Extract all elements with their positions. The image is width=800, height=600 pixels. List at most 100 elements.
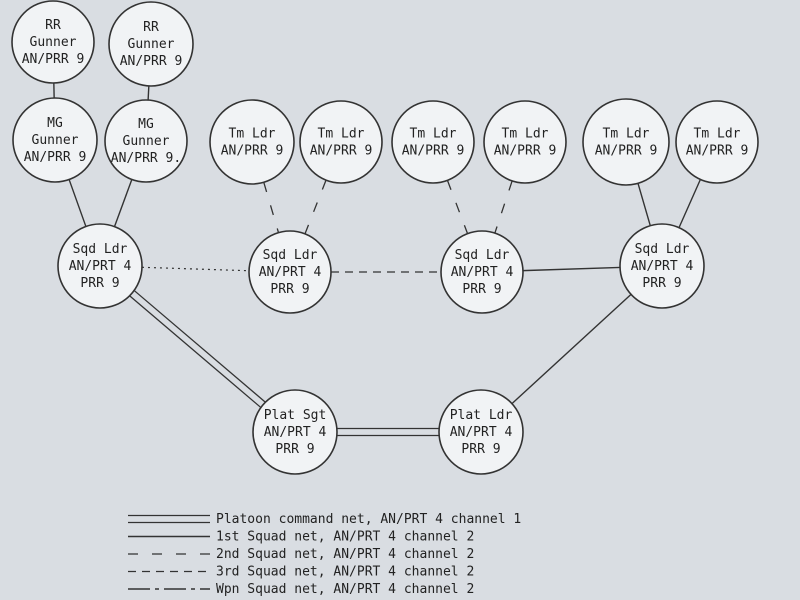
legend-label: 1st Squad net, AN/PRT 4 channel 2 [216, 530, 474, 545]
line-stroke [522, 266, 621, 272]
legend-item: Wpn Squad net, AN/PRT 4 channel 2 [128, 582, 474, 597]
node-circle [440, 230, 524, 314]
node-label: Gunner [32, 133, 79, 148]
node-label: Tm Ldr [229, 127, 276, 142]
node-label: Plat Ldr [450, 408, 513, 423]
node-label: AN/PRR 9 [494, 144, 557, 159]
node-label: AN/PRT 4 [259, 265, 322, 280]
line-stroke [637, 183, 651, 226]
line-stroke [263, 182, 280, 233]
edge-sq1-psgt [129, 290, 266, 408]
line-stroke [678, 179, 702, 228]
node-label: PRR 9 [275, 442, 314, 457]
node-label: MG [47, 116, 63, 131]
node-label: PRR 9 [462, 282, 501, 297]
edge-psgt-pldr [337, 427, 439, 437]
node-circle [483, 100, 567, 184]
node-circle [12, 97, 98, 183]
node-label: AN/PRR 9 [402, 144, 465, 159]
edge-tm3-sq3 [446, 180, 469, 234]
legend-item: 2nd Squad net, AN/PRT 4 channel 2 [128, 547, 474, 562]
line-stroke [494, 180, 513, 234]
line-stroke [68, 179, 87, 227]
node-label: AN/PRR 9 [686, 144, 749, 159]
node-circle [582, 98, 670, 186]
node-circle [299, 100, 383, 184]
node-label: AN/PRT 4 [451, 265, 514, 280]
node-label: Gunner [128, 37, 175, 52]
node-label: AN/PRR 9 [595, 144, 658, 159]
node-circle [619, 223, 705, 309]
node-label: Gunner [123, 134, 170, 149]
node-label: PRR 9 [80, 276, 119, 291]
node-circle [209, 99, 295, 185]
legend-label: 3rd Squad net, AN/PRT 4 channel 2 [216, 565, 474, 580]
node-label: AN/PRR 9 [22, 52, 85, 67]
node-label: RR [45, 18, 61, 33]
node-circle [252, 389, 338, 475]
node-label: AN/PRT 4 [69, 259, 132, 274]
node-label: AN/PRR 9 [310, 144, 373, 159]
edge-tm1-sq2 [263, 182, 280, 233]
edge-tm4-sq3 [494, 180, 513, 234]
edge-sq3-sq4 [522, 266, 621, 272]
edge-pldr-sq4 [511, 293, 632, 405]
line-stroke-b [133, 290, 266, 403]
node-circle [675, 100, 759, 184]
node-label: AN/PRT 4 [264, 425, 327, 440]
node-label: Tm Ldr [694, 127, 741, 142]
edge-tm5-sq4 [637, 183, 651, 226]
line-stroke [446, 180, 469, 234]
node-circle [104, 99, 188, 183]
line-stroke [304, 179, 327, 235]
node-label: Sqd Ldr [455, 248, 510, 263]
legend-item: Platoon command net, AN/PRT 4 channel 1 [128, 512, 521, 527]
edge-mg1-sq1 [68, 179, 87, 227]
legend-label: Platoon command net, AN/PRT 4 channel 1 [216, 512, 521, 527]
node-label: Tm Ldr [502, 127, 549, 142]
node-label: Tm Ldr [318, 127, 365, 142]
connections-layer [53, 82, 702, 437]
node-circle [108, 1, 194, 87]
node-label: AN/PRR 9 [24, 150, 87, 165]
node-label: MG [138, 117, 154, 132]
legend: Platoon command net, AN/PRT 4 channel 1 1… [128, 512, 521, 597]
legend-item: 1st Squad net, AN/PRT 4 channel 2 [128, 530, 474, 545]
node-label: AN/PRT 4 [450, 425, 513, 440]
node-label: AN/PRR 9 [120, 54, 183, 69]
node-label: Tm Ldr [603, 127, 650, 142]
node-label: AN/PRT 4 [631, 259, 694, 274]
node-label: Sqd Ldr [635, 242, 690, 257]
line-stroke [511, 293, 632, 405]
edge-rr2-mg2 [147, 85, 150, 101]
legend-label: 2nd Squad net, AN/PRT 4 channel 2 [216, 547, 474, 562]
node-label: RR [143, 20, 159, 35]
node-label: PRR 9 [461, 442, 500, 457]
node-label: Gunner [30, 35, 77, 50]
node-circle [11, 0, 95, 84]
line-stroke [147, 85, 150, 101]
node-label: AN/PRR 9. [111, 151, 181, 166]
legend-label: Wpn Squad net, AN/PRT 4 channel 2 [216, 582, 474, 597]
line-stroke-a [129, 295, 262, 408]
edge-tm6-sq4 [678, 179, 702, 228]
edge-sq1-sq2 [141, 266, 250, 272]
